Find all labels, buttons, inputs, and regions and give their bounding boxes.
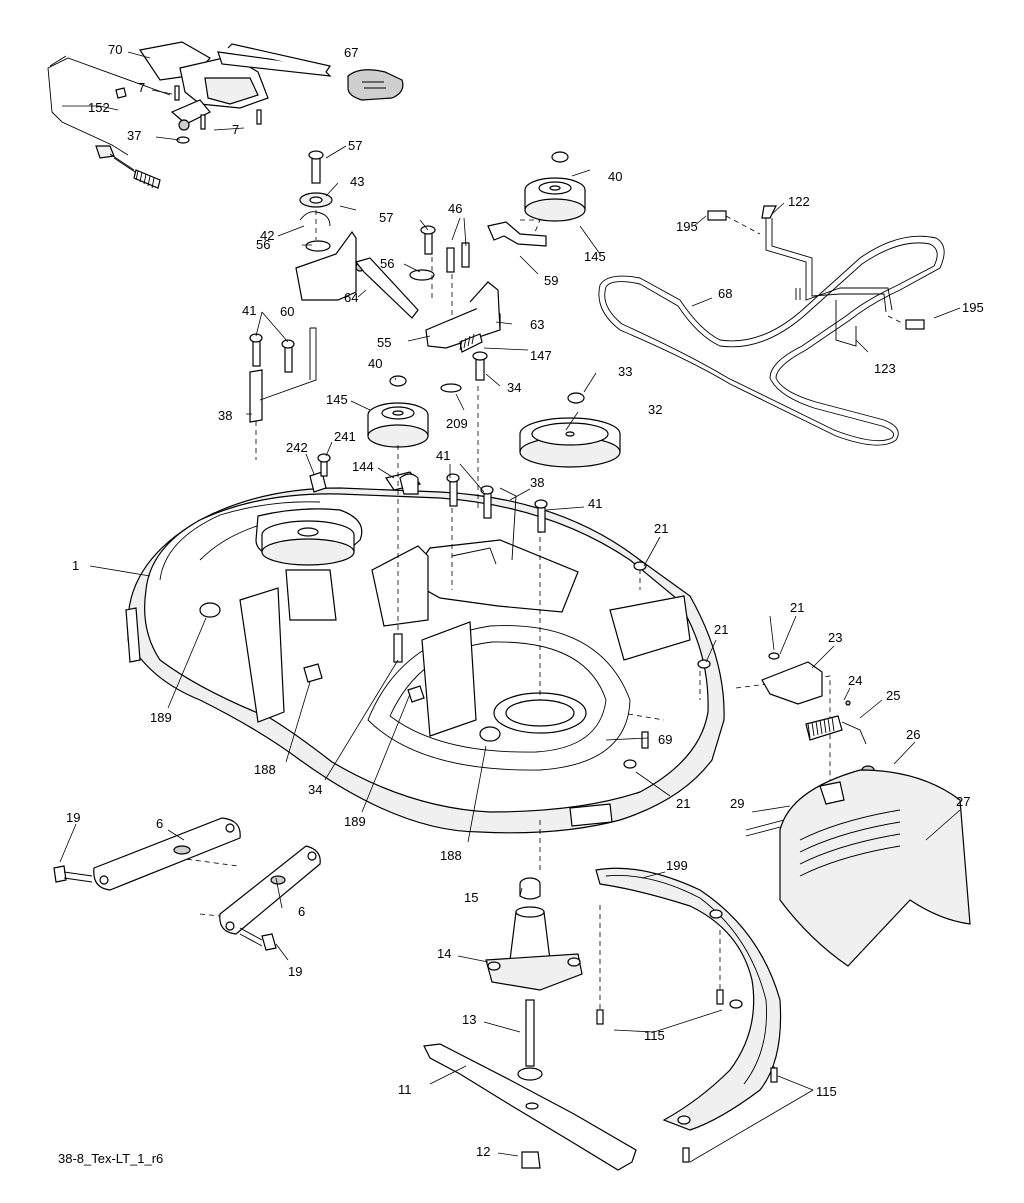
deflector-parts	[745, 652, 971, 967]
idler-arm-assembly	[295, 150, 547, 393]
part-label: 1	[72, 558, 79, 573]
part-label: 63	[530, 317, 544, 332]
part-label: 24	[848, 673, 862, 688]
part-label: 64	[344, 290, 358, 305]
part-label: 55	[377, 335, 391, 350]
mower-deck	[125, 471, 725, 834]
part-label: 41	[436, 448, 450, 463]
part-label: 21	[790, 600, 804, 615]
part-label: 144	[352, 459, 374, 474]
bolts-and-brackets	[249, 327, 711, 769]
part-label: 15	[464, 890, 478, 905]
part-label: 115	[644, 1028, 665, 1043]
mid-left-pulley	[367, 375, 429, 448]
part-label: 7	[232, 122, 239, 137]
part-label: 21	[676, 796, 690, 811]
diagram-caption: 38-8_Tex-LT_1_r6	[58, 1151, 163, 1166]
part-label: 46	[448, 201, 462, 216]
part-label: 57	[348, 138, 362, 153]
part-label: 11	[398, 1082, 412, 1097]
part-label: 188	[254, 762, 276, 777]
large-drive-pulley	[519, 392, 621, 468]
part-label: 40	[608, 169, 622, 184]
part-label: 68	[718, 286, 732, 301]
part-label: 59	[544, 273, 558, 288]
part-label: 34	[507, 380, 521, 395]
part-labels: 70 67 7 152 37 7 57 40 43 42 57 46 56 60…	[58, 42, 984, 1166]
part-label: 189	[344, 814, 366, 829]
part-label: 195	[962, 300, 984, 315]
part-label: 19	[288, 964, 302, 979]
part-label: 40	[368, 356, 382, 371]
part-label: 13	[462, 1012, 476, 1027]
part-label: 69	[658, 732, 672, 747]
part-label: 6	[156, 816, 163, 831]
part-label: 29	[730, 796, 744, 811]
part-label: 56	[380, 256, 394, 271]
part-label: 56	[256, 237, 270, 252]
part-label: 33	[618, 364, 632, 379]
control-linkage	[47, 41, 404, 189]
part-label: 209	[446, 416, 468, 431]
part-label: 41	[588, 496, 602, 511]
part-label: 25	[886, 688, 900, 703]
deck-hangers	[53, 817, 321, 951]
part-label: 14	[437, 946, 451, 961]
part-label: 147	[530, 348, 552, 363]
part-label: 34	[308, 782, 322, 797]
spindle-blade	[423, 877, 637, 1171]
part-label: 60	[280, 304, 294, 319]
part-label: 152	[88, 100, 110, 115]
part-label: 122	[788, 194, 810, 209]
part-label: 27	[956, 794, 970, 809]
belt	[598, 235, 945, 446]
part-label: 12	[476, 1144, 490, 1159]
belt-guide-bracket	[707, 205, 925, 347]
part-label: 242	[286, 440, 308, 455]
part-label: 21	[714, 622, 728, 637]
part-label: 37	[127, 128, 141, 143]
part-label: 6	[298, 904, 305, 919]
part-label: 21	[654, 521, 668, 536]
leader-lines	[59, 51, 961, 1163]
part-label: 43	[350, 174, 364, 189]
part-label: 38	[218, 408, 232, 423]
part-label: 23	[828, 630, 842, 645]
part-label: 41	[242, 303, 256, 318]
part-label: 188	[440, 848, 462, 863]
part-label: 38	[530, 475, 544, 490]
part-label: 241	[334, 429, 356, 444]
part-label: 67	[344, 45, 358, 60]
part-label: 115	[816, 1084, 837, 1099]
part-label: 145	[326, 392, 348, 407]
part-label: 7	[138, 80, 145, 95]
belt-shield	[595, 867, 782, 1163]
part-label: 199	[666, 858, 688, 873]
part-label: 123	[874, 361, 896, 376]
part-label: 145	[584, 249, 606, 264]
part-label: 32	[648, 402, 662, 417]
part-label: 57	[379, 210, 393, 225]
part-label: 189	[150, 710, 172, 725]
part-label: 70	[108, 42, 122, 57]
upper-right-pulley	[520, 151, 586, 233]
part-label: 19	[66, 810, 80, 825]
part-label: 42	[260, 228, 274, 243]
part-label: 26	[906, 727, 920, 742]
part-label: 195	[676, 219, 698, 234]
